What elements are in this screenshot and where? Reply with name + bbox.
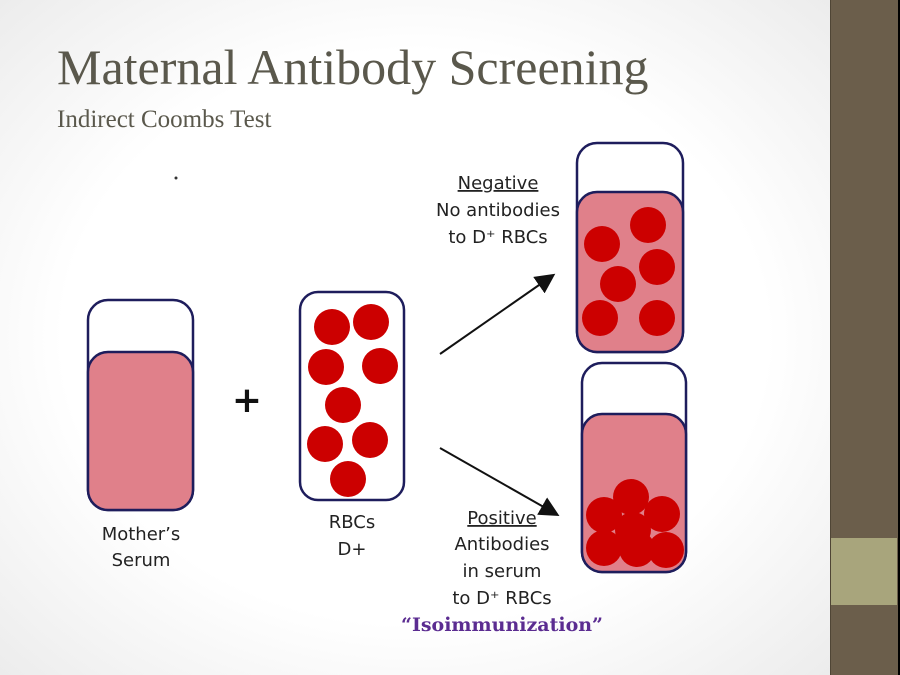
negative-line-2: to D⁺ RBCs: [448, 227, 547, 248]
plus-sign: +: [232, 380, 262, 421]
positive-line-3: to D⁺ RBCs: [452, 588, 551, 609]
side-band-accent: [831, 538, 897, 605]
positive-heading: Positive: [467, 508, 536, 529]
rbc-tube: [298, 290, 406, 502]
slide-title: Maternal Antibody Screening: [57, 39, 649, 95]
positive-tube: [580, 361, 688, 574]
isoimmunization-term: “Isoimmunization”: [401, 614, 603, 636]
slide-subtitle: Indirect Coombs Test: [57, 106, 272, 133]
negative-line-1: No antibodies: [436, 200, 560, 221]
rbc-label-1: RBCs: [329, 512, 376, 533]
serum-tube: [86, 298, 195, 512]
positive-line-2: in serum: [463, 561, 542, 582]
negative-heading: Negative: [458, 173, 539, 194]
arrow-up: [439, 273, 556, 355]
stray-dot: [174, 176, 178, 180]
positive-line-1: Antibodies: [454, 534, 549, 555]
arrow-down: [439, 447, 560, 516]
negative-tube: [575, 141, 685, 354]
mother-label-2: Serum: [112, 550, 171, 571]
coombs-diagram: Mother’s Serum + RBCs D+ Negative No ant…: [86, 141, 688, 636]
rbc-label-2: D+: [338, 539, 367, 560]
mother-label-1: Mother’s: [102, 524, 181, 545]
